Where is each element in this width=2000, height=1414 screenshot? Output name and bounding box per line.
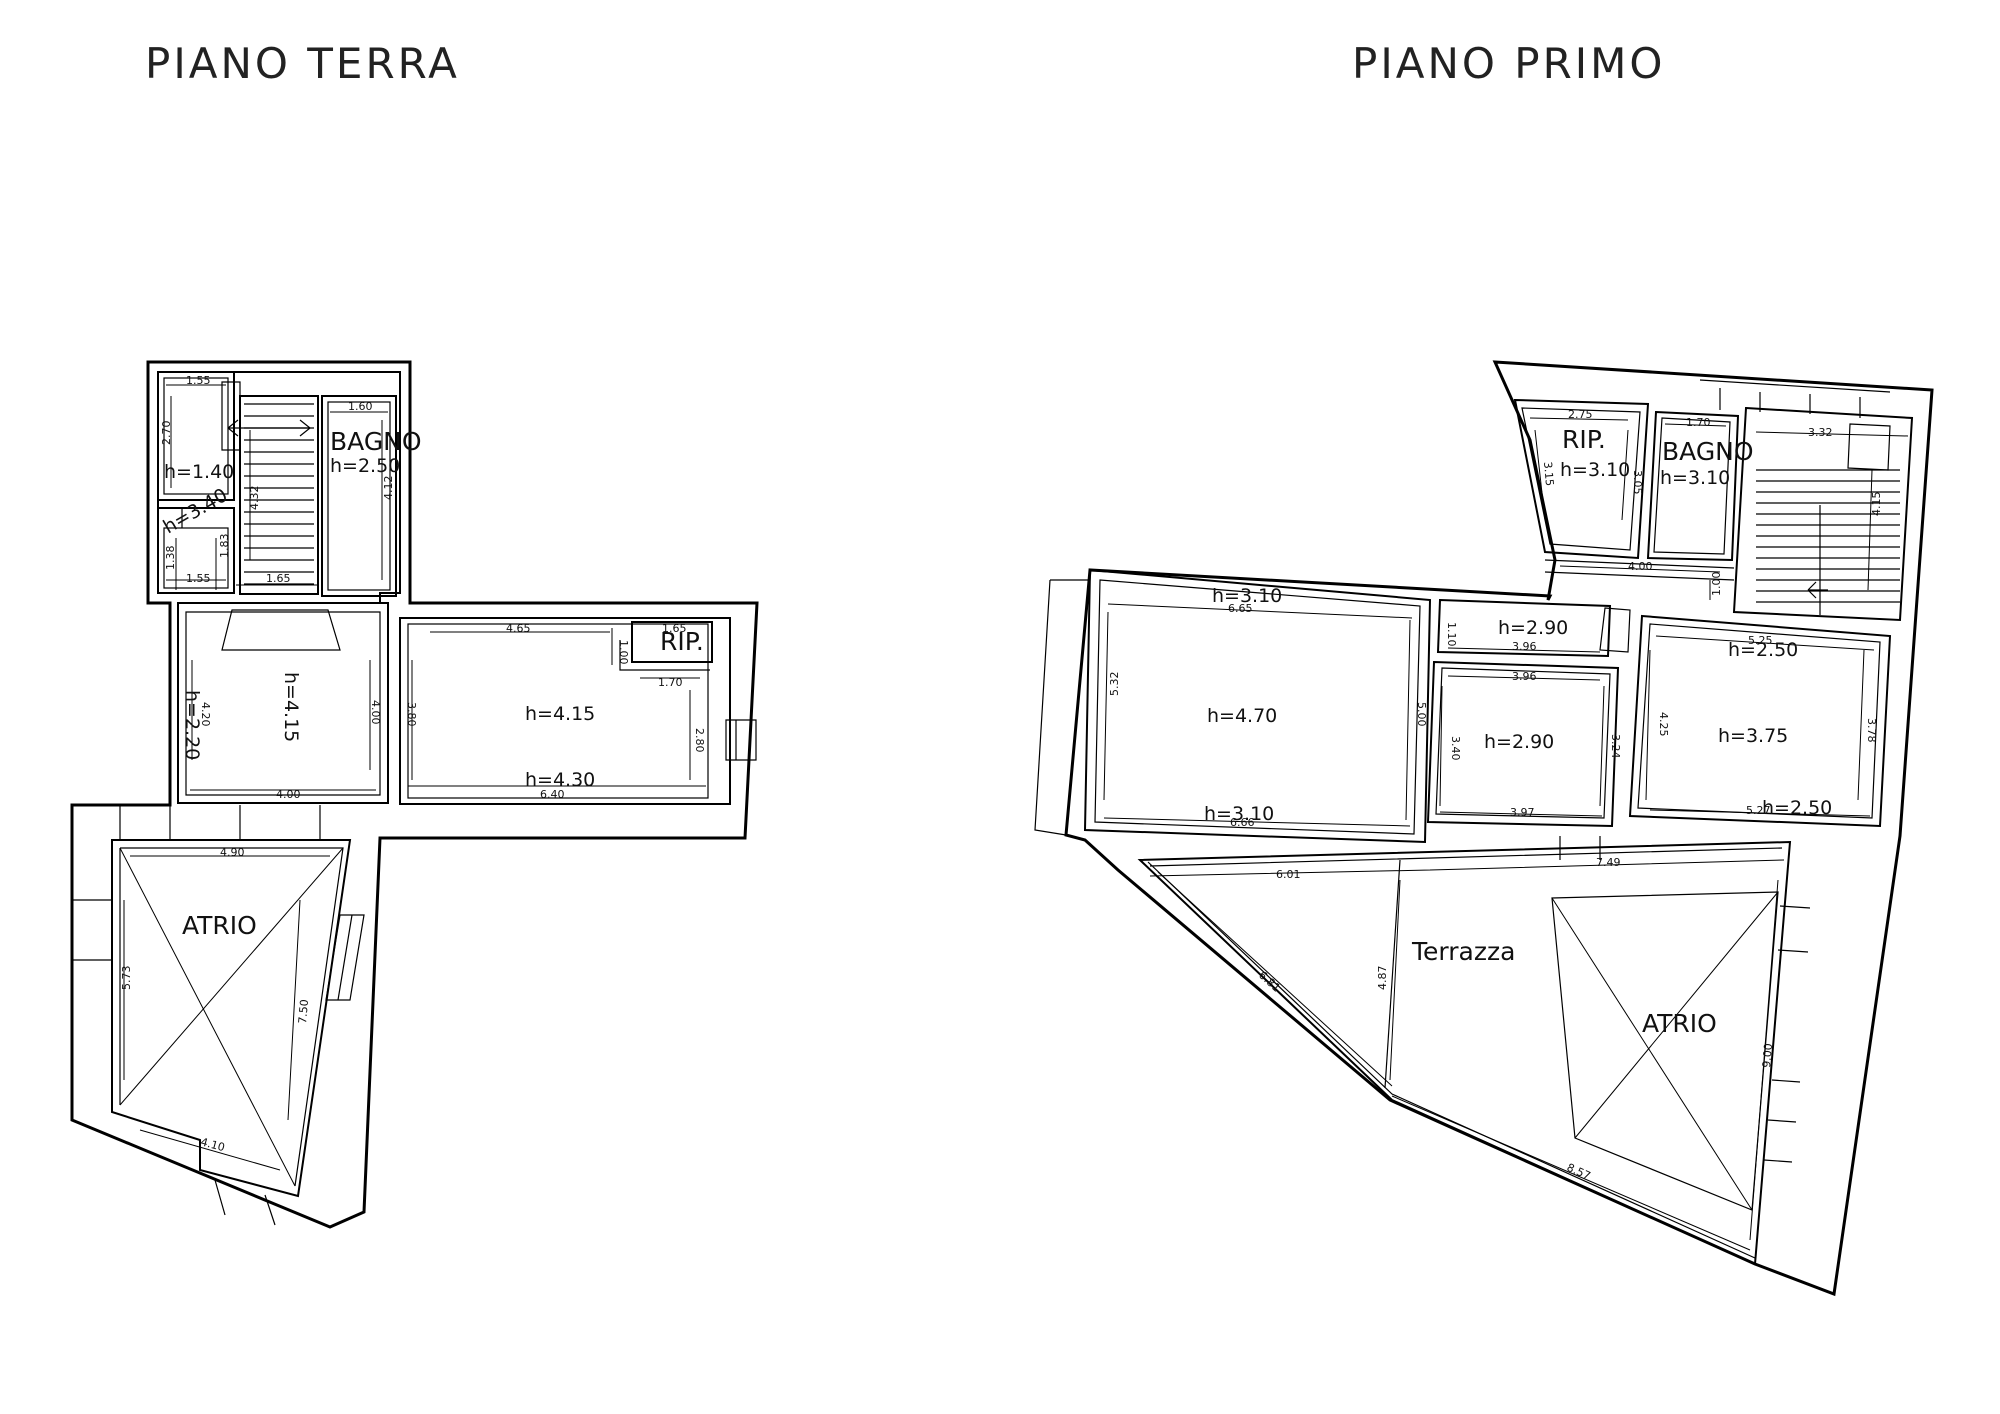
ff-right-bot-height: h=2.50 bbox=[1762, 797, 1832, 819]
ff-terrazza-label: Terrazza bbox=[1411, 937, 1515, 966]
gt-dim-corr-h2: 4.00 bbox=[369, 700, 382, 725]
gt-bagno-label: BAGNO bbox=[330, 427, 422, 456]
ff-dim-mid-h1: 3.40 bbox=[1449, 736, 1462, 761]
gt-small-height: h=3.40 bbox=[160, 484, 232, 538]
ff-rip-label: RIP. bbox=[1562, 425, 1606, 454]
ff-dim-hall-h: 1.00 bbox=[1710, 572, 1723, 597]
ff-dim-big-w-bot: 6.66 bbox=[1230, 816, 1255, 829]
ff-bagno-height: h=3.10 bbox=[1660, 467, 1730, 489]
gt-dim-stair-w: 1.65 bbox=[266, 572, 291, 585]
gt-dim-small-h1: 1.38 bbox=[164, 546, 177, 571]
first-floor-plan: RIP. BAGNO Terrazza ATRIO h=3.10 h=3.10 … bbox=[1034, 360, 1934, 1297]
gt-dim-main-h: 3.80 bbox=[405, 702, 418, 727]
gt-dim-rip-h: 1.00 bbox=[617, 640, 630, 665]
stair-treads bbox=[1756, 469, 1900, 603]
gt-corridor-side-height: h=2.20 bbox=[181, 690, 203, 760]
gt-dim-closet-w: 1.55 bbox=[186, 374, 211, 387]
gt-dim-bagno-h: 4.12 bbox=[382, 476, 395, 501]
ff-dim-big-h1: 5.32 bbox=[1108, 672, 1121, 697]
ff-big-bot-height: h=3.10 bbox=[1204, 803, 1274, 825]
gt-dim-main-h2: 2.80 bbox=[693, 728, 706, 753]
gt-closet-height: h=1.40 bbox=[164, 461, 234, 483]
gt-dim-main-w-bot: 6.40 bbox=[540, 788, 565, 801]
ff-right-top-height: h=2.50 bbox=[1728, 639, 1798, 661]
gt-dim-main-w-top: 4.65 bbox=[506, 622, 531, 635]
ff-dim-big-w-top: 6.65 bbox=[1228, 602, 1253, 615]
gt-dim-small-h2: 1.83 bbox=[218, 534, 231, 559]
ff-dim-stair-h: 4.15 bbox=[1870, 492, 1883, 517]
ff-dim-stair-w: 3.32 bbox=[1808, 426, 1833, 439]
gt-dim-closet-h: 2.70 bbox=[160, 421, 173, 446]
gt-dim-corr-w: 4.00 bbox=[276, 788, 301, 801]
ff-dim-atrio-h: 9.00 bbox=[1760, 1043, 1775, 1069]
gt-corridor-height: h=4.15 bbox=[280, 672, 302, 742]
gt-main-height: h=4.15 bbox=[525, 703, 595, 725]
gt-dim-atrio-bot: 4.10 bbox=[199, 1135, 226, 1154]
ff-dim-right-h1: 4.25 bbox=[1657, 712, 1670, 737]
ff-rip-height: h=3.10 bbox=[1560, 459, 1630, 481]
ff-big-height: h=4.70 bbox=[1207, 705, 1277, 727]
ff-dim-corr-h: 1.10 bbox=[1445, 622, 1458, 647]
ff-atrio-label: ATRIO bbox=[1642, 1009, 1717, 1038]
ff-dim-bagno-w: 1.70 bbox=[1686, 416, 1711, 429]
ff-dim-terr-w2: 7.49 bbox=[1596, 856, 1621, 869]
gt-dim-atrio-h1: 5.73 bbox=[120, 966, 133, 991]
ff-dim-big-h2: 5.00 bbox=[1415, 702, 1428, 727]
ff-dim-corr-w: 3.96 bbox=[1512, 640, 1537, 653]
stair-treads bbox=[244, 403, 314, 585]
ground-floor-plan: BAGNO RIP. ATRIO h=1.40 h=3.40 h=2.50 h=… bbox=[70, 360, 759, 1229]
ff-dim-mid-h2: 3.24 bbox=[1609, 734, 1622, 759]
gt-dim-rip-w1: 1.65 bbox=[662, 622, 687, 635]
gt-atrio-label: ATRIO bbox=[182, 911, 257, 940]
ff-dim-right-h2: 3.78 bbox=[1865, 718, 1878, 743]
gt-dim-bagno-w: 1.60 bbox=[348, 400, 373, 413]
gt-main-low-height: h=4.30 bbox=[525, 769, 595, 791]
gt-dim-corr-h1: 4.20 bbox=[199, 702, 212, 727]
ff-hall-height: h=2.90 bbox=[1498, 617, 1568, 639]
ff-dim-right-w-top: 5.25 bbox=[1748, 634, 1773, 647]
ff-dim-rip-h2: 3.05 bbox=[1631, 470, 1644, 495]
gt-dim-atrio-w: 4.90 bbox=[220, 846, 245, 859]
ff-dim-terr-w1: 6.01 bbox=[1276, 868, 1301, 881]
ff-mid-height: h=2.90 bbox=[1484, 731, 1554, 753]
gt-dim-rip-w2: 1.70 bbox=[658, 676, 683, 689]
ff-right-height: h=3.75 bbox=[1718, 725, 1788, 747]
gt-bagno-height: h=2.50 bbox=[330, 455, 400, 477]
title-piano-primo: PIANO PRIMO bbox=[1352, 39, 1665, 88]
gt-dim-small-w: 1.55 bbox=[186, 572, 211, 585]
ff-dim-mid-w-top: 3.96 bbox=[1512, 670, 1537, 683]
ff-big-top-height: h=3.10 bbox=[1212, 585, 1282, 607]
gt-dim-stair-h: 4.32 bbox=[248, 486, 261, 511]
ff-dim-hall-w: 4.00 bbox=[1628, 560, 1653, 573]
ff-dim-mid-w-bot: 3.97 bbox=[1510, 806, 1535, 819]
gt-dim-atrio-h2: 7.50 bbox=[296, 999, 311, 1025]
ff-dim-right-w-bot: 5.27 bbox=[1746, 804, 1771, 817]
ff-dim-rip-h1: 3.15 bbox=[1541, 461, 1556, 487]
ff-bagno-label: BAGNO bbox=[1662, 437, 1754, 466]
title-piano-terra: PIANO TERRA bbox=[145, 39, 460, 88]
ff-dim-rip-w: 2.75 bbox=[1568, 408, 1593, 421]
gt-rip-label: RIP. bbox=[660, 627, 704, 656]
ff-dim-terr-h: 4.87 bbox=[1376, 966, 1389, 991]
